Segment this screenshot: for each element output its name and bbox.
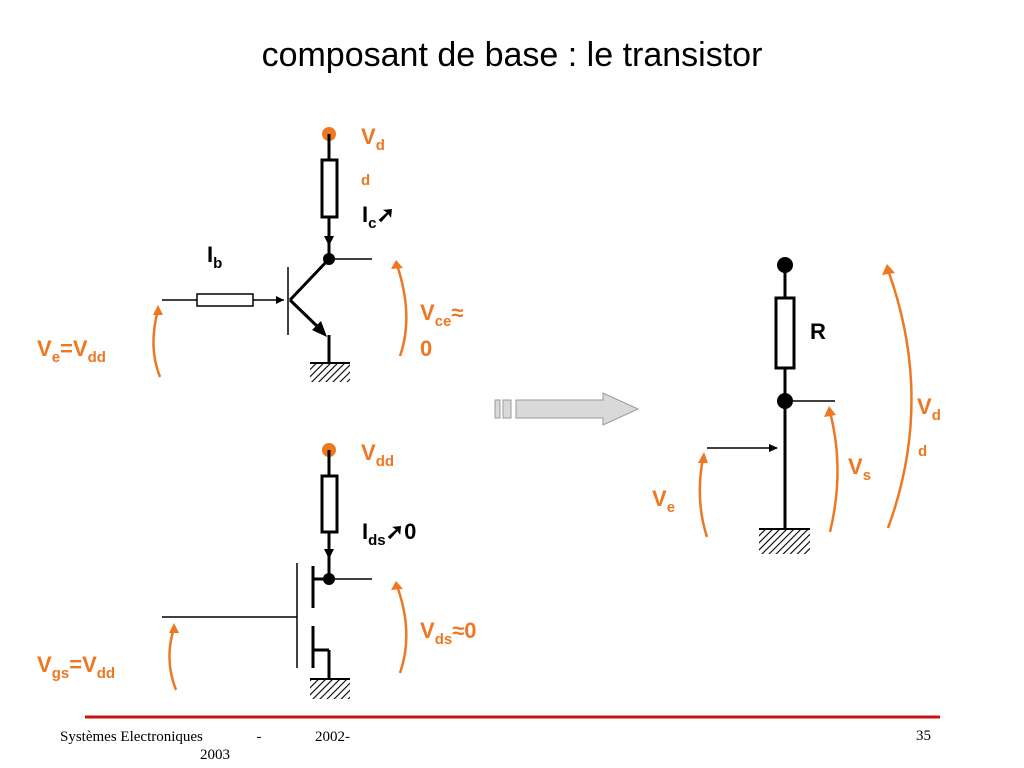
vs-label: Vs <box>848 454 871 484</box>
bjt-supply-label-wrap: d <box>361 172 370 189</box>
resistor-r <box>774 296 796 370</box>
mos-input-label: Vgs=Vdd <box>37 652 115 682</box>
equivalent-supply-arrow <box>886 269 913 529</box>
bjt-supply-label: Vd <box>361 124 385 154</box>
mos-drain-resistor <box>320 474 339 534</box>
bjt-input-arrow <box>152 309 162 378</box>
bjt-collector-resistor <box>320 158 339 219</box>
page-number: 35 <box>916 728 931 744</box>
footer-course-name: Systèmes Electroniques <box>60 729 203 745</box>
mos-circuit <box>162 443 408 699</box>
slide-title: composant de base : le transistor <box>261 36 763 74</box>
collector-current-label: Ic➚ <box>362 202 395 232</box>
bjt-emitter-arrow <box>312 321 327 337</box>
bjt-input-label: Ve=Vdd <box>37 336 106 366</box>
mos-ground <box>310 680 350 699</box>
vs-arrow <box>828 411 839 533</box>
equivalent-ground <box>759 530 810 554</box>
ve-arrow <box>698 457 709 538</box>
vce-value: 0 <box>420 336 432 361</box>
equivalence-arrow <box>494 392 640 426</box>
vds-arrow <box>395 585 408 674</box>
mos-supply-label: Vdd <box>361 440 394 470</box>
resistor-label: R <box>810 319 826 344</box>
equivalent-circuit <box>698 257 913 554</box>
vce-arrow <box>395 264 408 357</box>
equivalent-supply-label-wrap: d <box>918 443 927 460</box>
bjt-base-resistor <box>196 293 254 307</box>
bjt-ground <box>310 364 350 382</box>
footer-dash: - <box>256 729 262 745</box>
footer-year-start: 2002- <box>314 729 350 745</box>
equivalent-supply-label: Vd <box>917 394 941 424</box>
vce-label: Vce≈ <box>420 300 463 330</box>
footer-year-end: 2003 <box>200 747 230 763</box>
footer-course: Systèmes Electroniques - 2002- 2003 <box>60 728 360 764</box>
ve-label: Ve <box>652 486 675 516</box>
mos-input-arrow <box>168 627 178 691</box>
bjt-current-arrow <box>324 236 334 246</box>
mos-current-arrow <box>324 549 334 559</box>
bjt-circuit <box>152 127 408 382</box>
drain-current-label: Ids➚0 <box>362 519 416 549</box>
vds-label: Vds≈0 <box>420 618 477 648</box>
base-current-label: Ib <box>207 242 222 272</box>
